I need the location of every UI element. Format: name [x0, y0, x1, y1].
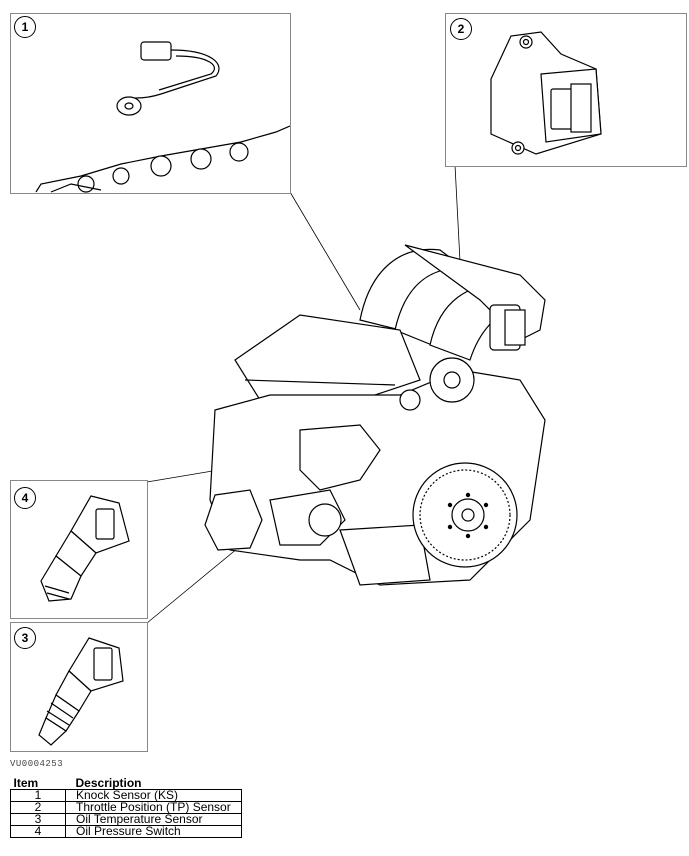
tp-sensor-drawing	[490, 31, 602, 155]
detail-panel-knock-sensor	[10, 13, 291, 194]
header-description: Description	[75, 776, 142, 790]
legend-header: Item Description	[11, 777, 242, 790]
callout-1: 1	[14, 16, 36, 38]
figure-id: VU0004253	[10, 759, 64, 769]
callout-3: 3	[14, 627, 36, 649]
legend-table: Item Description 1 Knock Sensor (KS) 2 T…	[10, 777, 242, 838]
header-item: Item	[13, 776, 39, 790]
oil-pressure-switch-drawing	[40, 495, 130, 602]
detail-panel-tp-sensor	[445, 13, 687, 167]
knock-sensor-drawing	[35, 41, 290, 193]
detail-panel-oil-pressure-switch	[10, 480, 148, 619]
flywheel-bolts	[447, 492, 489, 539]
engine-block	[204, 244, 546, 586]
item-number: 4	[10, 825, 66, 838]
callout-4: 4	[14, 487, 36, 509]
callout-2: 2	[450, 18, 472, 40]
oil-temperature-sensor-drawing	[38, 637, 124, 746]
table-row: 4 Oil Pressure Switch	[10, 825, 242, 838]
item-description: Oil Pressure Switch	[65, 825, 242, 838]
